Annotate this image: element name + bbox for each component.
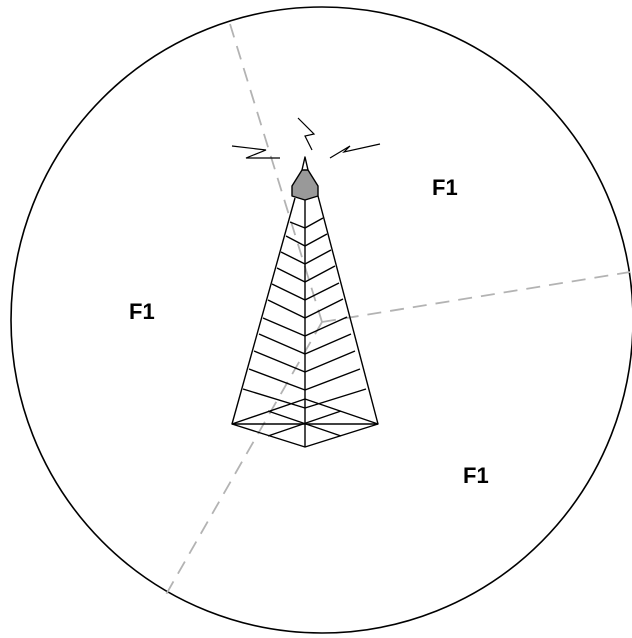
radio-wave-right-icon <box>330 144 380 158</box>
tower <box>232 157 378 447</box>
sector-divider-east <box>322 272 630 322</box>
tower-leg-left <box>232 198 295 424</box>
sector-label-west: F1 <box>129 299 155 324</box>
tower-leg-right <box>318 196 378 424</box>
radio-wave-left-icon <box>232 146 280 158</box>
antenna-head <box>292 170 318 200</box>
sector-dividers <box>164 24 630 598</box>
sector-label-northeast: F1 <box>432 175 458 200</box>
antenna-tip <box>302 157 308 170</box>
sector-divider-southwest <box>164 322 322 598</box>
radio-waves <box>232 118 380 158</box>
sector-label-southeast: F1 <box>463 463 489 488</box>
radio-wave-top-icon <box>298 118 314 150</box>
